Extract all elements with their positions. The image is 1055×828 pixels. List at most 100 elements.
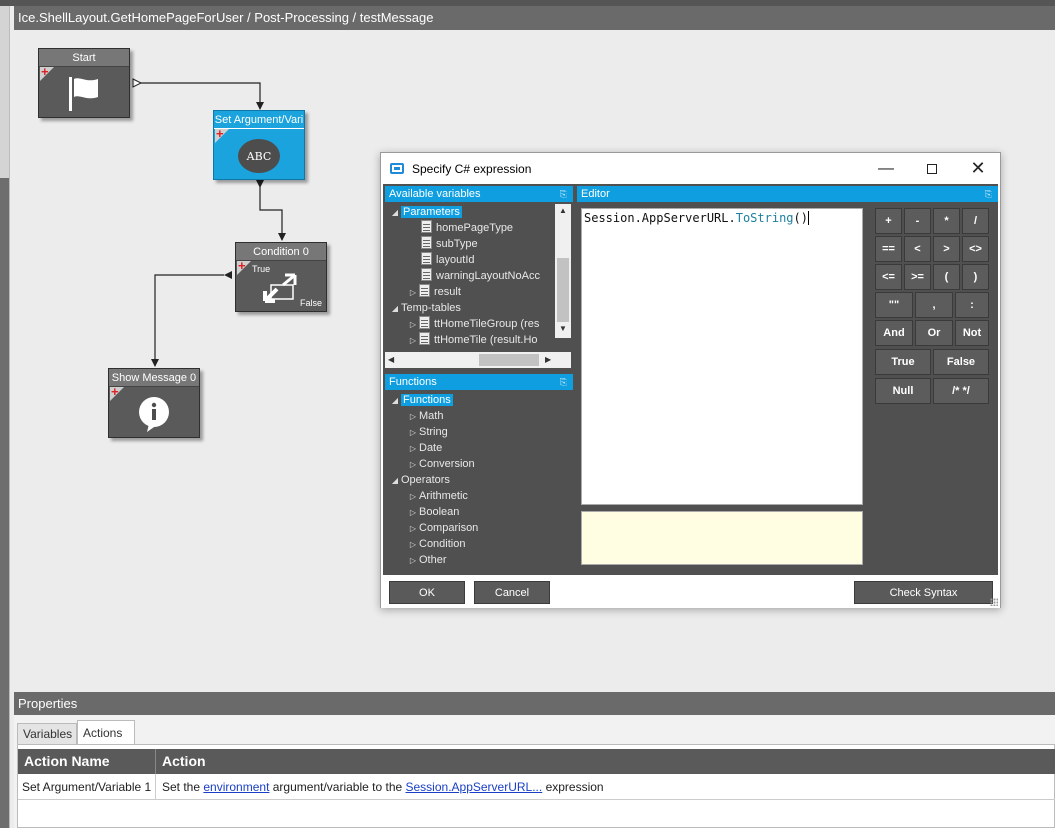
variables-hscroll[interactable]: ◀ ▶ <box>385 352 571 368</box>
variables-tree[interactable]: ◢Parameters homePageType subType layoutI… <box>385 202 573 352</box>
tree-item-parameter[interactable]: ▷result <box>407 284 461 300</box>
table-icon <box>419 332 430 345</box>
cancel-button[interactable]: Cancel <box>474 581 550 604</box>
expand-arrow-icon: ▷ <box>409 444 417 453</box>
condition-node[interactable]: Condition 0 + True False <box>235 242 327 312</box>
collapse-arrow-icon: ◢ <box>391 208 399 217</box>
abc-icon-text: ABC <box>246 150 272 163</box>
pin-icon: ⎘ <box>559 189 567 199</box>
app-window-icon <box>390 163 404 174</box>
environment-link[interactable]: environment <box>203 780 270 794</box>
actions-grid: Action Name Action Set Argument/Variable… <box>17 744 1055 828</box>
maximize-icon[interactable] <box>909 153 955 184</box>
key-comment[interactable]: /* */ <box>933 378 989 404</box>
expand-arrow-icon: ▷ <box>409 320 417 329</box>
key-open-paren[interactable]: ( <box>933 264 960 290</box>
key-less-equal[interactable]: <= <box>875 264 902 290</box>
key-equals[interactable]: == <box>875 236 902 262</box>
tree-item-temp-table[interactable]: ▷ttHomeTile (result.Ho <box>407 332 538 348</box>
editor-panel: Editor⎘ Session.AppServerURL.ToString() … <box>577 186 998 573</box>
functions-tree[interactable]: ◢Functions ▷Math ▷String ▷Date ▷Conversi… <box>385 390 573 570</box>
cell-action-name: Set Argument/Variable 1 <box>18 774 156 800</box>
key-close-paren[interactable]: ) <box>962 264 989 290</box>
table-row[interactable]: Set Argument/Variable 1 Set the environm… <box>18 774 1055 800</box>
key-null[interactable]: Null <box>875 378 931 404</box>
left-scrollbar[interactable] <box>0 6 10 828</box>
key-greater-than[interactable]: > <box>933 236 960 262</box>
ok-button[interactable]: OK <box>389 581 465 604</box>
tree-item-function[interactable]: ▷Date <box>407 440 442 456</box>
expand-arrow-icon: ▷ <box>409 428 417 437</box>
expression-link[interactable]: Session.AppServerURL... <box>405 780 543 794</box>
collapse-arrow-icon: ◢ <box>391 476 399 485</box>
key-false[interactable]: False <box>933 349 989 375</box>
info-icon <box>109 391 199 437</box>
collapse-arrow-icon: ◢ <box>391 396 399 405</box>
tree-item-parameter[interactable]: layoutId <box>421 252 475 268</box>
dialog-titlebar[interactable]: Specify C# expression — ✕ <box>381 153 1000 184</box>
key-not[interactable]: Not <box>955 320 989 346</box>
tree-item-operator[interactable]: ▷Comparison <box>407 520 478 536</box>
column-header-action[interactable]: Action <box>162 753 206 769</box>
key-minus[interactable]: - <box>904 208 931 234</box>
expand-arrow-icon: ▷ <box>409 460 417 469</box>
pin-icon: ⎘ <box>984 189 992 199</box>
tree-item-function[interactable]: ▷Math <box>407 408 444 424</box>
tree-item-function[interactable]: ▷String <box>407 424 448 440</box>
tree-item-temp-table[interactable]: ▷ttHomeTileGroup (res <box>407 316 539 332</box>
tab-variables[interactable]: Variables <box>17 723 77 744</box>
variables-vscroll[interactable]: ▲ ▼ <box>555 204 571 338</box>
csharp-expression-dialog[interactable]: Specify C# expression — ✕ Available vari… <box>380 152 1001 608</box>
properties-header: Properties <box>14 692 1055 715</box>
abc-icon: ABC <box>214 133 304 179</box>
key-quotes[interactable]: "" <box>875 292 913 318</box>
tree-item-operator[interactable]: ▷Condition <box>407 536 466 552</box>
column-header-action-name[interactable]: Action Name <box>18 749 156 774</box>
tree-node-temp-tables[interactable]: ◢Temp-tables <box>389 300 461 316</box>
key-colon[interactable]: : <box>955 292 989 318</box>
key-less-than[interactable]: < <box>904 236 931 262</box>
tree-item-operator[interactable]: ▷Arithmetic <box>407 488 468 504</box>
start-node[interactable]: Start + <box>38 48 130 118</box>
set-argument-node[interactable]: Set Argument/Vari + ABC <box>213 110 305 180</box>
expand-arrow-icon: ▷ <box>409 492 417 501</box>
functions-panel: Functions⎘ ◢Functions ▷Math ▷String ▷Dat… <box>385 374 573 573</box>
breadcrumb: Ice.ShellLayout.GetHomePageForUser / Pos… <box>14 6 1055 30</box>
show-message-node[interactable]: Show Message 0 + <box>108 368 200 438</box>
key-divide[interactable]: / <box>962 208 989 234</box>
field-icon <box>421 220 432 233</box>
field-icon <box>421 252 432 265</box>
tree-item-operator[interactable]: ▷Boolean <box>407 504 459 520</box>
field-icon <box>421 268 432 281</box>
key-or[interactable]: Or <box>915 320 953 346</box>
close-icon[interactable]: ✕ <box>970 158 986 178</box>
tree-item-function[interactable]: ▷Conversion <box>407 456 475 472</box>
expand-arrow-icon: ▷ <box>409 556 417 565</box>
expand-arrow-icon: ▷ <box>409 524 417 533</box>
table-icon <box>419 316 430 329</box>
tree-item-operator[interactable]: ▷Other <box>407 552 447 568</box>
tree-node-parameters[interactable]: ◢Parameters <box>389 204 462 220</box>
key-not-equal[interactable]: <> <box>962 236 989 262</box>
tree-item-parameter[interactable]: subType <box>421 236 478 252</box>
tab-actions[interactable]: Actions <box>77 720 135 745</box>
key-multiply[interactable]: * <box>933 208 960 234</box>
condition-node-title: Condition 0 <box>236 243 326 261</box>
pin-icon: ⎘ <box>559 377 567 387</box>
tree-item-parameter[interactable]: warningLayoutNoAcc <box>421 268 540 284</box>
resize-grip-icon[interactable] <box>990 598 998 606</box>
key-true[interactable]: True <box>875 349 931 375</box>
set-argument-node-title: Set Argument/Vari <box>214 111 304 129</box>
key-greater-equal[interactable]: >= <box>904 264 931 290</box>
top-strip <box>0 0 1055 6</box>
minimize-icon[interactable]: — <box>878 159 894 177</box>
key-comma[interactable]: , <box>915 292 953 318</box>
check-syntax-button[interactable]: Check Syntax <box>854 581 993 604</box>
key-plus[interactable]: + <box>875 208 902 234</box>
tree-node-functions[interactable]: ◢Functions <box>389 392 453 408</box>
tree-node-operators[interactable]: ◢Operators <box>389 472 450 488</box>
tree-item-parameter[interactable]: homePageType <box>421 220 513 236</box>
key-and[interactable]: And <box>875 320 913 346</box>
expression-editor[interactable]: Session.AppServerURL.ToString() <box>581 208 863 505</box>
left-scrollbar-thumb[interactable] <box>0 178 9 828</box>
